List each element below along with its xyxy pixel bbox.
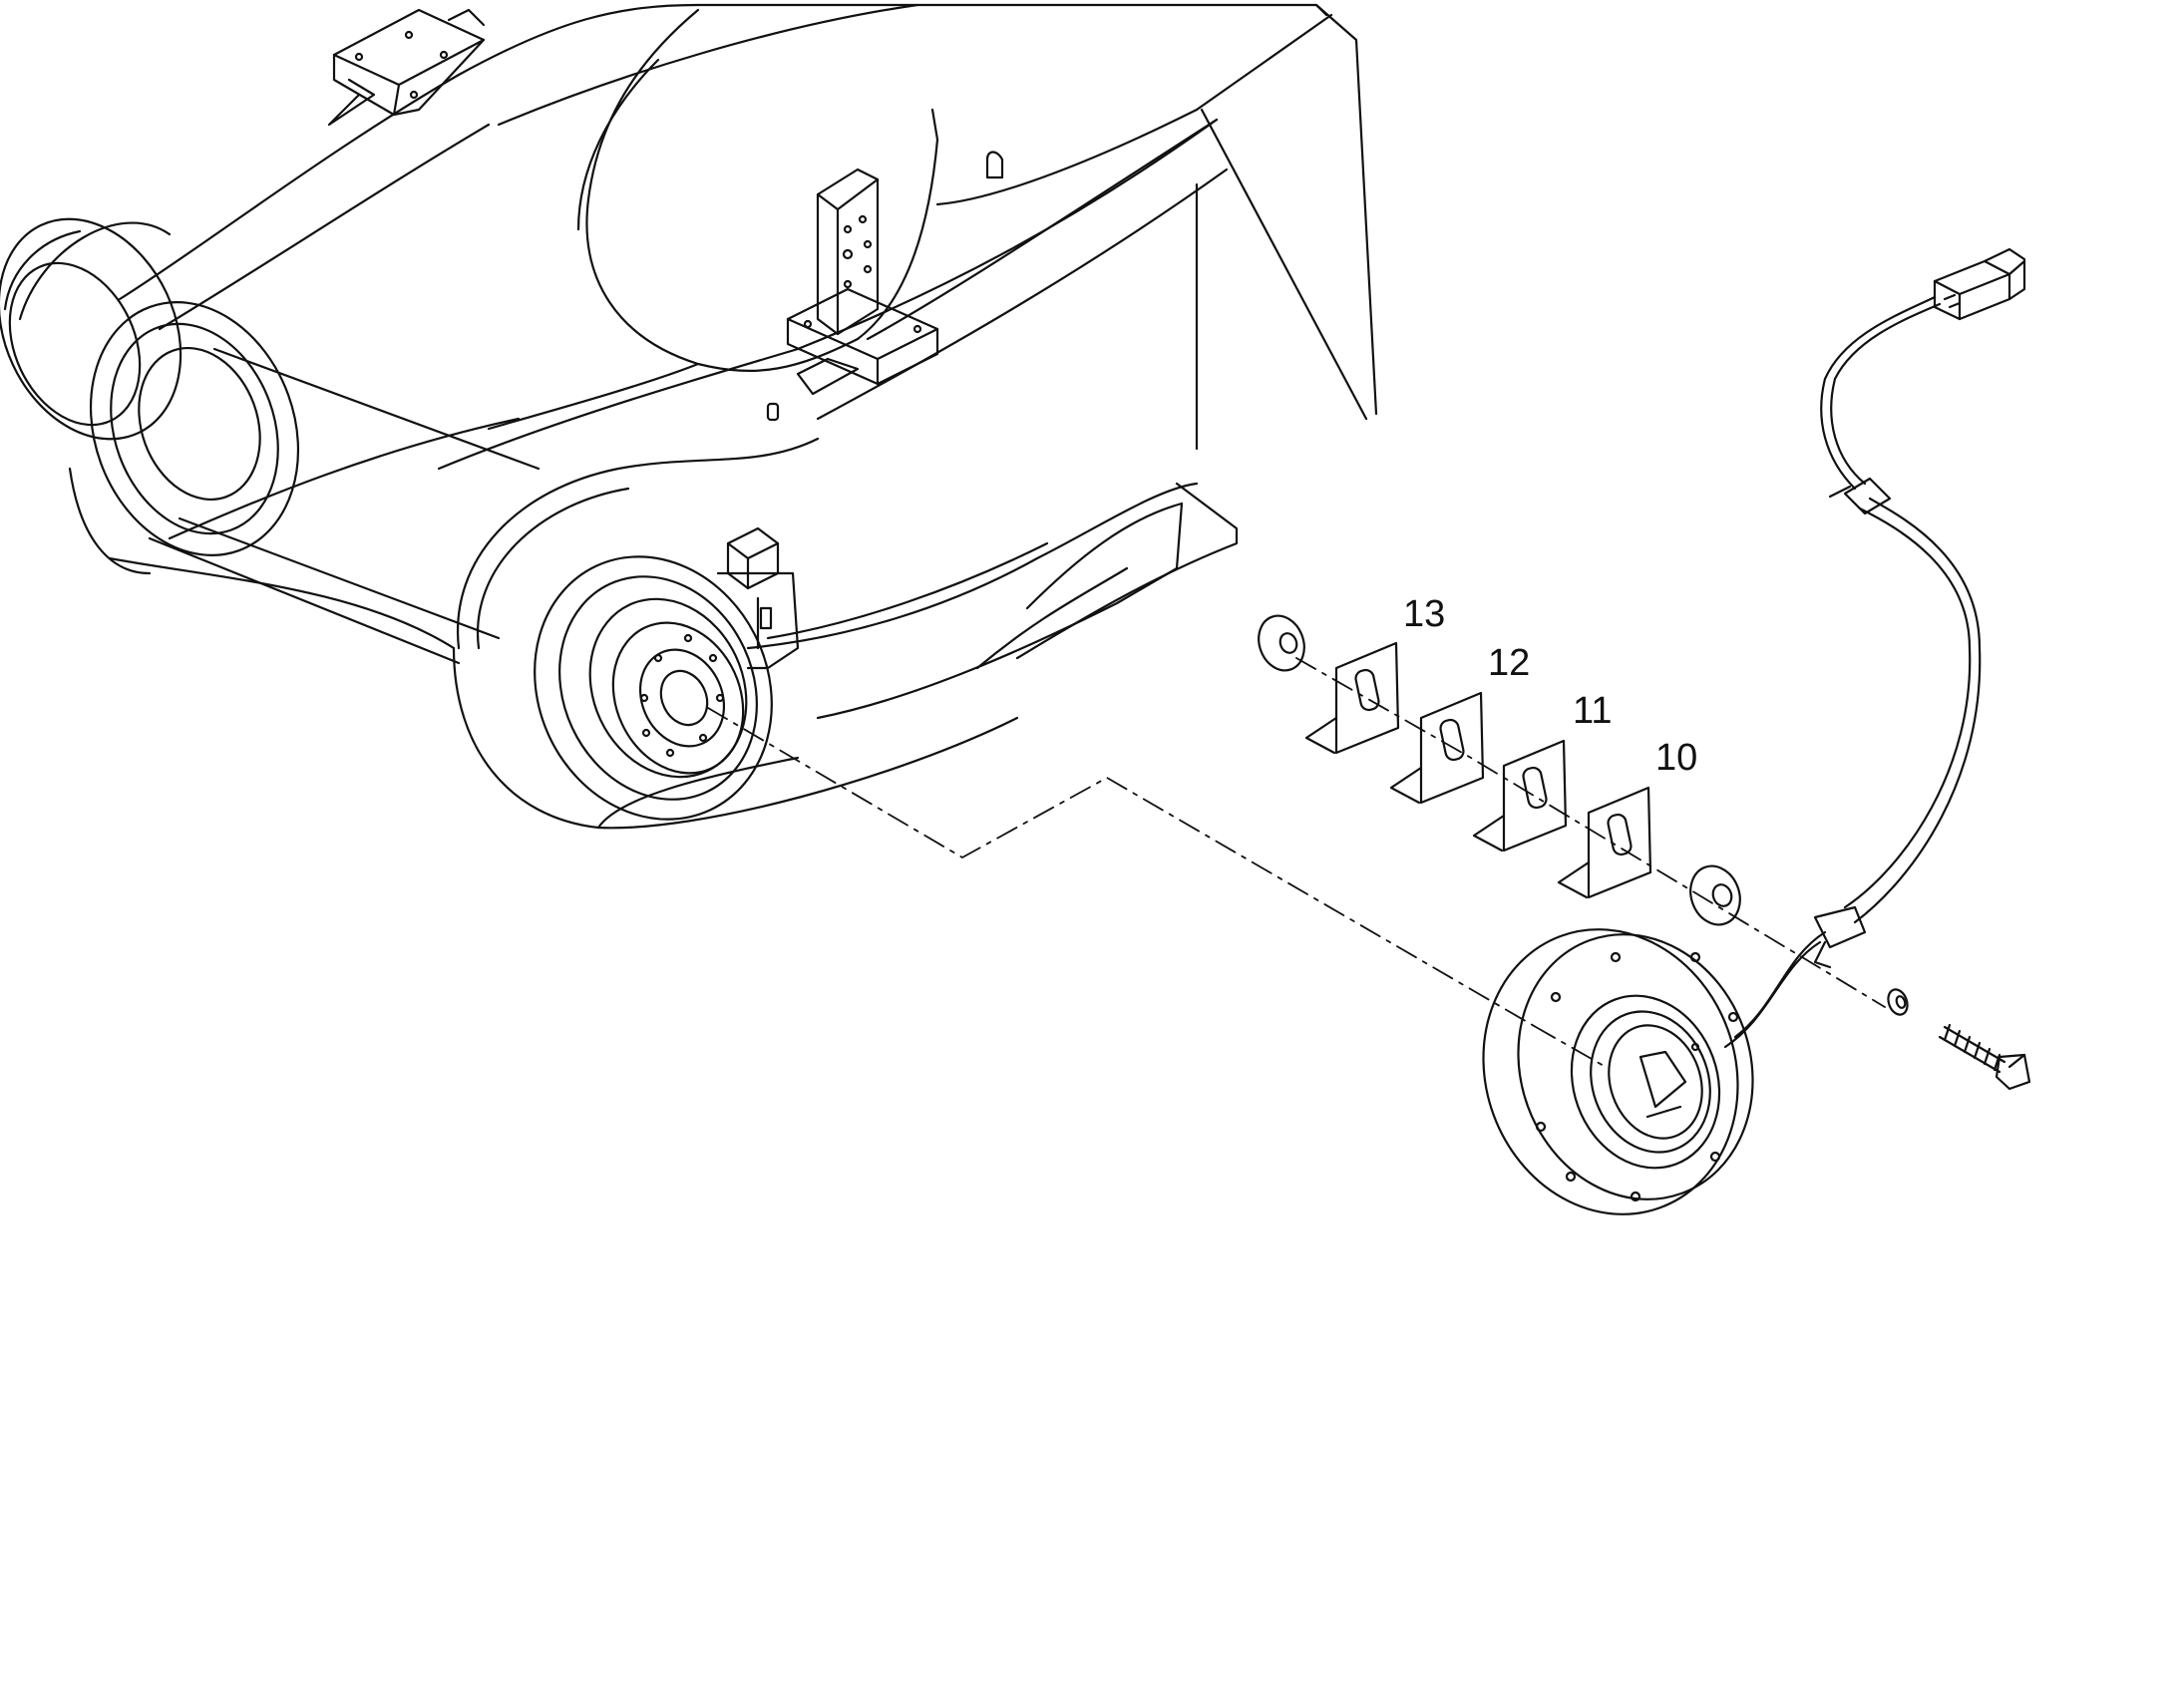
rear-lug [0, 217, 182, 441]
callout-labels: 13 12 11 10 [1403, 593, 1697, 779]
sensor-cable [1723, 247, 2026, 1049]
boom-upper-body [118, 3, 1378, 451]
bolt [1938, 1023, 2031, 1091]
lock-washer [1887, 988, 1909, 1016]
mounting-post [766, 151, 1004, 422]
encoder-ring [1482, 928, 1754, 1215]
exploded-parts [1258, 247, 2031, 1215]
centerlines [707, 657, 1886, 1068]
front-lug [452, 437, 1019, 830]
shim-plate-11 [1472, 739, 1568, 853]
callout-13: 13 [1403, 593, 1445, 635]
callout-12: 12 [1488, 642, 1530, 684]
callout-11: 11 [1573, 690, 1612, 732]
cross-tube [68, 301, 541, 665]
top-bracket [327, 8, 486, 127]
pivot-flange [611, 621, 745, 775]
washer-upper [1258, 614, 1305, 672]
shim-plate-13 [1304, 641, 1400, 755]
shim-plate-10 [1557, 786, 1652, 899]
sensor-block [716, 526, 800, 670]
frame-assembly [0, 3, 1378, 830]
callout-10: 10 [1655, 737, 1697, 779]
shim-plate-12 [1389, 691, 1485, 805]
washer-lower [1689, 864, 1741, 926]
